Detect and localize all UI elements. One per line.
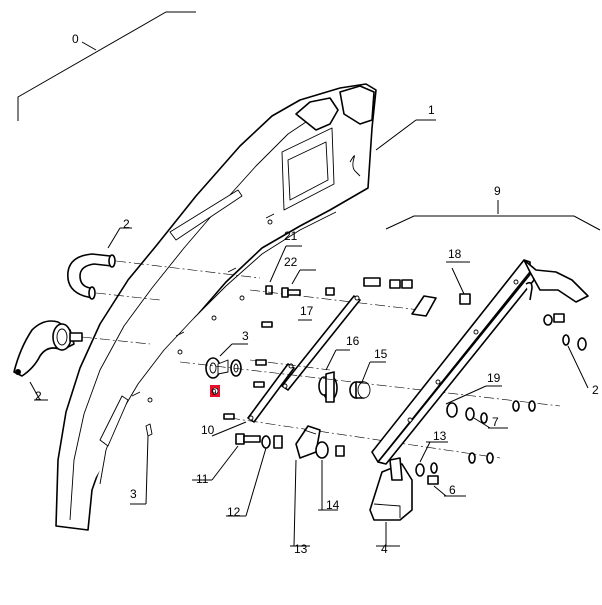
callout-5[interactable]: 9	[494, 184, 501, 198]
callout-12[interactable]: 4	[381, 542, 388, 556]
callout-19[interactable]: 18	[448, 247, 462, 261]
bushing-part-17	[318, 371, 338, 403]
part-13	[427, 452, 494, 485]
callout-11[interactable]: 14	[326, 498, 340, 512]
callout-14[interactable]: 7	[492, 415, 499, 429]
disk-small	[446, 402, 458, 418]
block-part-10	[295, 425, 321, 459]
callout-1[interactable]: 1	[428, 103, 435, 117]
group-5-bracket	[385, 200, 601, 231]
screw-part-21	[249, 285, 421, 311]
pin-part-4	[130, 423, 153, 505]
right-bracket-assembly	[371, 259, 589, 465]
small-screws	[223, 321, 273, 420]
callout-21[interactable]: 21	[284, 229, 298, 243]
nut-part-9-left	[261, 435, 283, 449]
callout-16[interactable]: 15	[374, 347, 388, 361]
washer-part-3	[205, 357, 229, 379]
clamp-part-19	[389, 279, 471, 317]
callout-8[interactable]: 11	[196, 472, 209, 486]
callout-3-left[interactable]: 2	[35, 389, 42, 403]
callout-15[interactable]: 19	[487, 371, 501, 385]
group-0-bracket	[17, 11, 196, 121]
callout-17[interactable]: 16	[346, 334, 360, 348]
spacer-part-11	[315, 441, 345, 459]
spacer-part-16	[349, 381, 371, 399]
callout-13[interactable]: 6	[449, 483, 456, 497]
bottom-bracket-part-12	[369, 457, 413, 521]
callout-4[interactable]: 3	[130, 487, 137, 501]
callout-18[interactable]: 17	[300, 304, 314, 318]
roller-small	[230, 359, 242, 377]
callout-10[interactable]: 13	[294, 542, 308, 556]
nut-part-9-right	[415, 462, 438, 477]
callout-7[interactable]: 10	[201, 423, 215, 437]
callout-3-center[interactable]: 3	[242, 329, 249, 343]
knob-handle-part-3	[13, 320, 151, 377]
link-bar-part-18	[281, 295, 361, 391]
main-arm-part	[55, 83, 377, 531]
nut-part-2-right	[543, 313, 587, 351]
bolt-part-8	[235, 433, 261, 445]
part-6-highlight[interactable]: 9	[210, 385, 220, 397]
nut-part-14	[465, 400, 536, 424]
handle-part-2-left	[67, 253, 261, 301]
callout-22[interactable]: 22	[284, 255, 298, 269]
screw-group-top	[325, 277, 381, 296]
callout-6[interactable]: 9	[212, 388, 217, 397]
callout-9-right[interactable]: 13	[433, 429, 447, 443]
callout-9-left[interactable]: 12	[227, 505, 241, 519]
callout-2-left[interactable]: 2	[123, 217, 130, 231]
callout-2-right[interactable]: 2	[592, 383, 599, 397]
bolt-part-22	[281, 287, 301, 298]
callout-0[interactable]: 0	[72, 32, 79, 46]
